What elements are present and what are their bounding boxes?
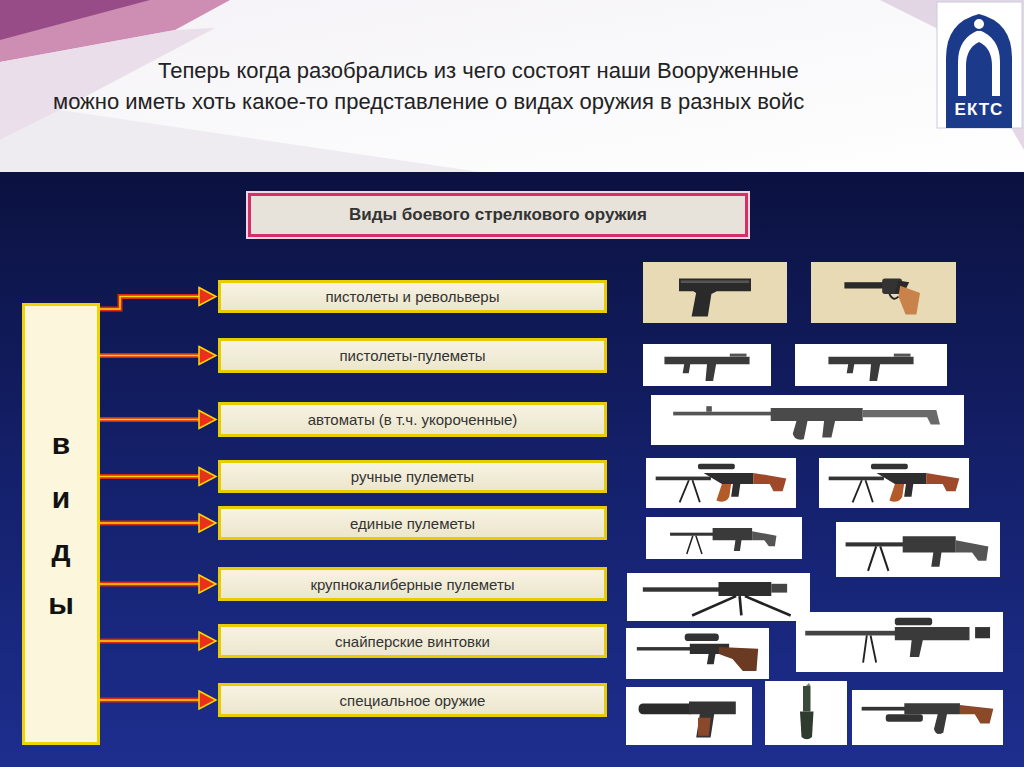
machine-gun-photo — [846, 536, 989, 571]
box-label: единые пулеметы — [350, 515, 475, 532]
vertical-heading: виды — [46, 417, 76, 631]
panel-ground — [0, 172, 1024, 767]
header-decor — [0, 110, 480, 172]
machine-gun-photo — [829, 464, 960, 503]
knife-photo — [800, 683, 814, 739]
heavy-machine-gun-photo — [643, 582, 791, 615]
type-box: пистолеты и револьверы — [218, 280, 607, 313]
title-box: Виды боевого стрелкового оружия — [248, 193, 748, 237]
sniper-rifle-photo — [637, 633, 758, 671]
machine-gun-photo — [656, 464, 787, 503]
silenced-pistol-photo — [639, 702, 736, 738]
logo — [937, 2, 1022, 128]
arrow-connector — [100, 575, 216, 593]
arrow-connector — [100, 468, 216, 486]
type-box: пистолеты-пулеметы — [218, 338, 607, 373]
sniper-rifle-photo — [805, 618, 990, 663]
header-ground — [0, 0, 1024, 172]
box-label: специальное оружие — [340, 692, 486, 709]
header-decor — [0, 0, 150, 40]
box-label: Виды боевого стрелкового оружия — [349, 205, 647, 225]
arrow-connector — [100, 288, 216, 310]
arrow-connector — [100, 411, 216, 429]
smg-photo — [664, 354, 749, 381]
weapon-photos — [626, 262, 1003, 745]
type-box: ручные пулеметы — [218, 460, 607, 493]
type-box: крупнокалиберные пулеметы — [218, 567, 607, 601]
rifle-photo — [673, 406, 940, 439]
box-label: пистолеты и револьверы — [325, 288, 499, 305]
header-text: можно иметь хоть какое-то представление … — [53, 89, 804, 115]
category-box: виды — [22, 303, 100, 745]
type-box: снайперские винтовки — [218, 624, 607, 658]
arrow-connector — [100, 691, 216, 709]
type-box: специальное оружие — [218, 683, 607, 717]
arrow-connector — [100, 632, 216, 650]
box-label: снайперские винтовки — [335, 633, 490, 650]
logo-text: ЕКТС — [946, 100, 1012, 120]
box-label: ручные пулеметы — [351, 468, 474, 485]
box-label: автоматы (в т.ч. укороченные) — [308, 411, 518, 428]
type-box: автоматы (в т.ч. укороченные) — [218, 402, 607, 437]
header-text: Теперь когда разобрались из чего состоят… — [158, 58, 799, 84]
arrow-connector — [100, 347, 216, 365]
revolver-photo — [844, 279, 920, 315]
header-decor — [880, 0, 1024, 150]
smg-photo — [828, 354, 913, 381]
pistol-photo — [679, 279, 751, 317]
arrow-connector — [100, 514, 216, 532]
box-label: пистолеты-пулеметы — [339, 347, 485, 364]
type-box: единые пулеметы — [218, 506, 607, 540]
grenade-launcher-rifle-photo — [862, 703, 994, 734]
machine-gun-photo — [670, 528, 776, 554]
box-label: крупнокалиберные пулеметы — [310, 576, 514, 593]
